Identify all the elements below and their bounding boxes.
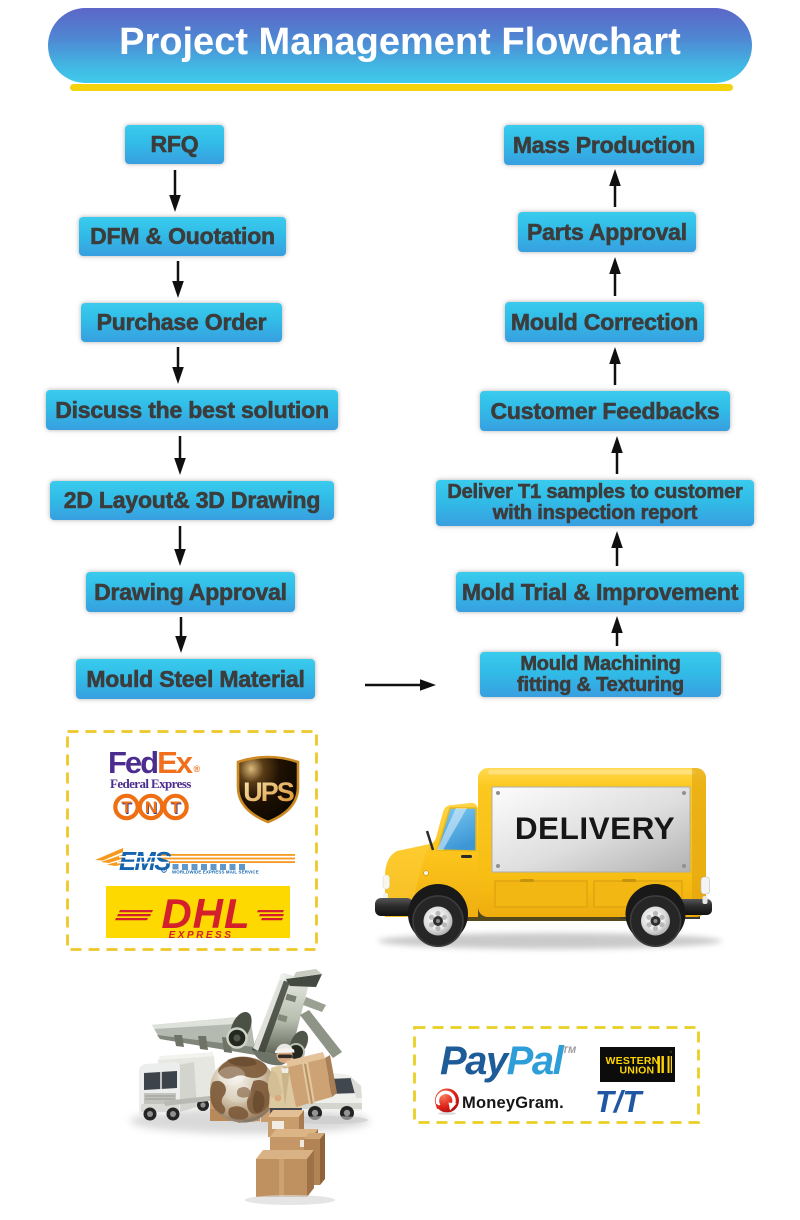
- svg-text:UNION: UNION: [620, 1065, 655, 1077]
- svg-text:N: N: [145, 798, 157, 817]
- svg-text:R: R: [162, 868, 166, 873]
- svg-text:T: T: [121, 798, 132, 817]
- svg-text:DHL: DHL: [161, 890, 250, 937]
- svg-text:T: T: [171, 799, 182, 818]
- svg-text:DELIVERY: DELIVERY: [515, 810, 675, 846]
- svg-text:WORLDWIDE EXPRESS MAIL SERVICE: WORLDWIDE EXPRESS MAIL SERVICE: [172, 870, 259, 875]
- svg-text:T: T: [122, 799, 133, 818]
- svg-text:EXPRESS: EXPRESS: [169, 930, 234, 938]
- svg-text:UPS: UPS: [243, 777, 294, 807]
- svg-text:°: °: [670, 1051, 672, 1056]
- svg-text:N: N: [146, 799, 158, 818]
- svg-text:WESTERN: WESTERN: [606, 1055, 660, 1067]
- svg-text:T: T: [170, 798, 181, 817]
